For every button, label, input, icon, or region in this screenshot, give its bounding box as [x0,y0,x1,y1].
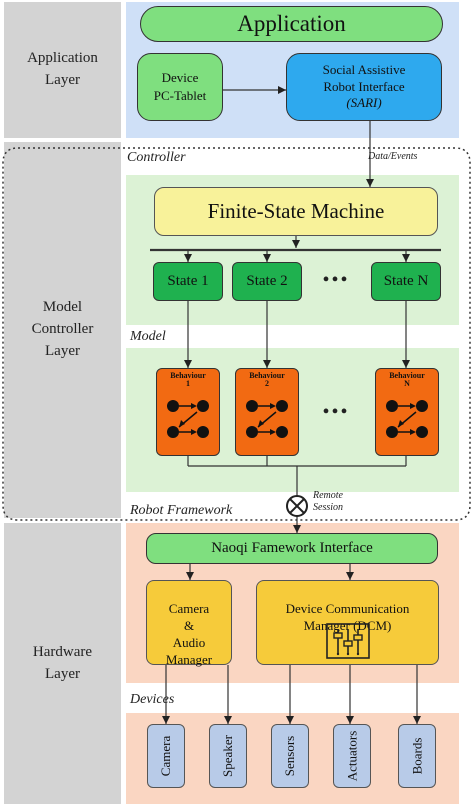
behaviour-n-title: Behaviour [389,371,425,380]
sari-line-2: Robot Interface [323,78,405,94]
behaviour-1-box: Behaviour 1 [156,368,220,456]
device-camera: Camera [147,724,185,788]
application-title: Application [237,11,346,36]
device-sensors-label: Sensors [282,735,298,777]
mixer-sliders-icon [326,623,370,659]
camera-audio-manager-label: Camera & Audio Manager [165,600,213,667]
state-n-label: State N [383,273,429,289]
behaviour-n-graph-icon [386,400,428,438]
device-speaker: Speaker [209,724,247,788]
sari-line-3: (SARI) [346,95,382,111]
device-boards-label: Boards [409,737,424,775]
naoqi-box: Naoqi Famework Interface [146,533,438,564]
device-speaker-label: Speaker [220,735,235,777]
remote-session-icon [286,495,308,517]
behaviours-ellipsis: ••• [322,400,350,423]
behaviour-1-title: Behaviour [170,371,206,380]
model-controller-layer-label: Model Controller Layer [4,142,121,518]
state-1-box: State 1 [153,262,223,301]
sari-line-1: Social Assistive [322,61,406,77]
behaviour-2-graph-icon [246,400,288,438]
device-sensors: Sensors [271,724,309,788]
device-camera-label: Camera [158,735,174,777]
behaviour-n-index: N [404,379,410,388]
hardware-layer-label: Hardware Layer [4,523,121,804]
behaviour-1-index: 1 [186,379,190,388]
camera-audio-manager-box: Camera & Audio Manager [146,580,232,667]
naoqi-label: Naoqi Famework Interface [211,540,373,556]
states-ellipsis: ••• [322,268,350,291]
devices-label: Devices [130,692,175,707]
application-layer-label: Application Layer [4,2,121,138]
state-n-box: State N [371,262,441,301]
behaviour-2-title: Behaviour [249,371,285,380]
device-actuators-label: Actuators [344,730,360,782]
application-box: Application [140,6,443,42]
behaviour-2-index: 2 [265,379,269,388]
remote-session-label: Remote Session [313,490,343,513]
behaviour-1-graph-icon [167,400,209,438]
fsm-box: Finite-State Machine [154,187,438,236]
data-events-label: Data/Events [368,151,418,162]
robot-framework-label: Robot Framework [130,503,233,518]
device-pc-tablet-box: Device PC-Tablet [137,53,223,121]
behaviour-2-box: Behaviour 2 [235,368,299,456]
controller-boundary [2,147,471,521]
model-label: Model [130,329,166,344]
state-1-label: State 1 [167,273,209,289]
device-pc-tablet-label: Device PC-Tablet [153,70,207,103]
device-actuators: Actuators [333,724,371,788]
fsm-label: Finite-State Machine [207,199,385,223]
controller-label: Controller [127,150,186,165]
sari-box: Social Assistive Robot Interface (SARI) [286,53,442,121]
behaviour-n-box: Behaviour N [375,368,439,456]
state-2-box: State 2 [232,262,302,301]
device-boards: Boards [398,724,436,788]
state-2-label: State 2 [246,273,288,289]
